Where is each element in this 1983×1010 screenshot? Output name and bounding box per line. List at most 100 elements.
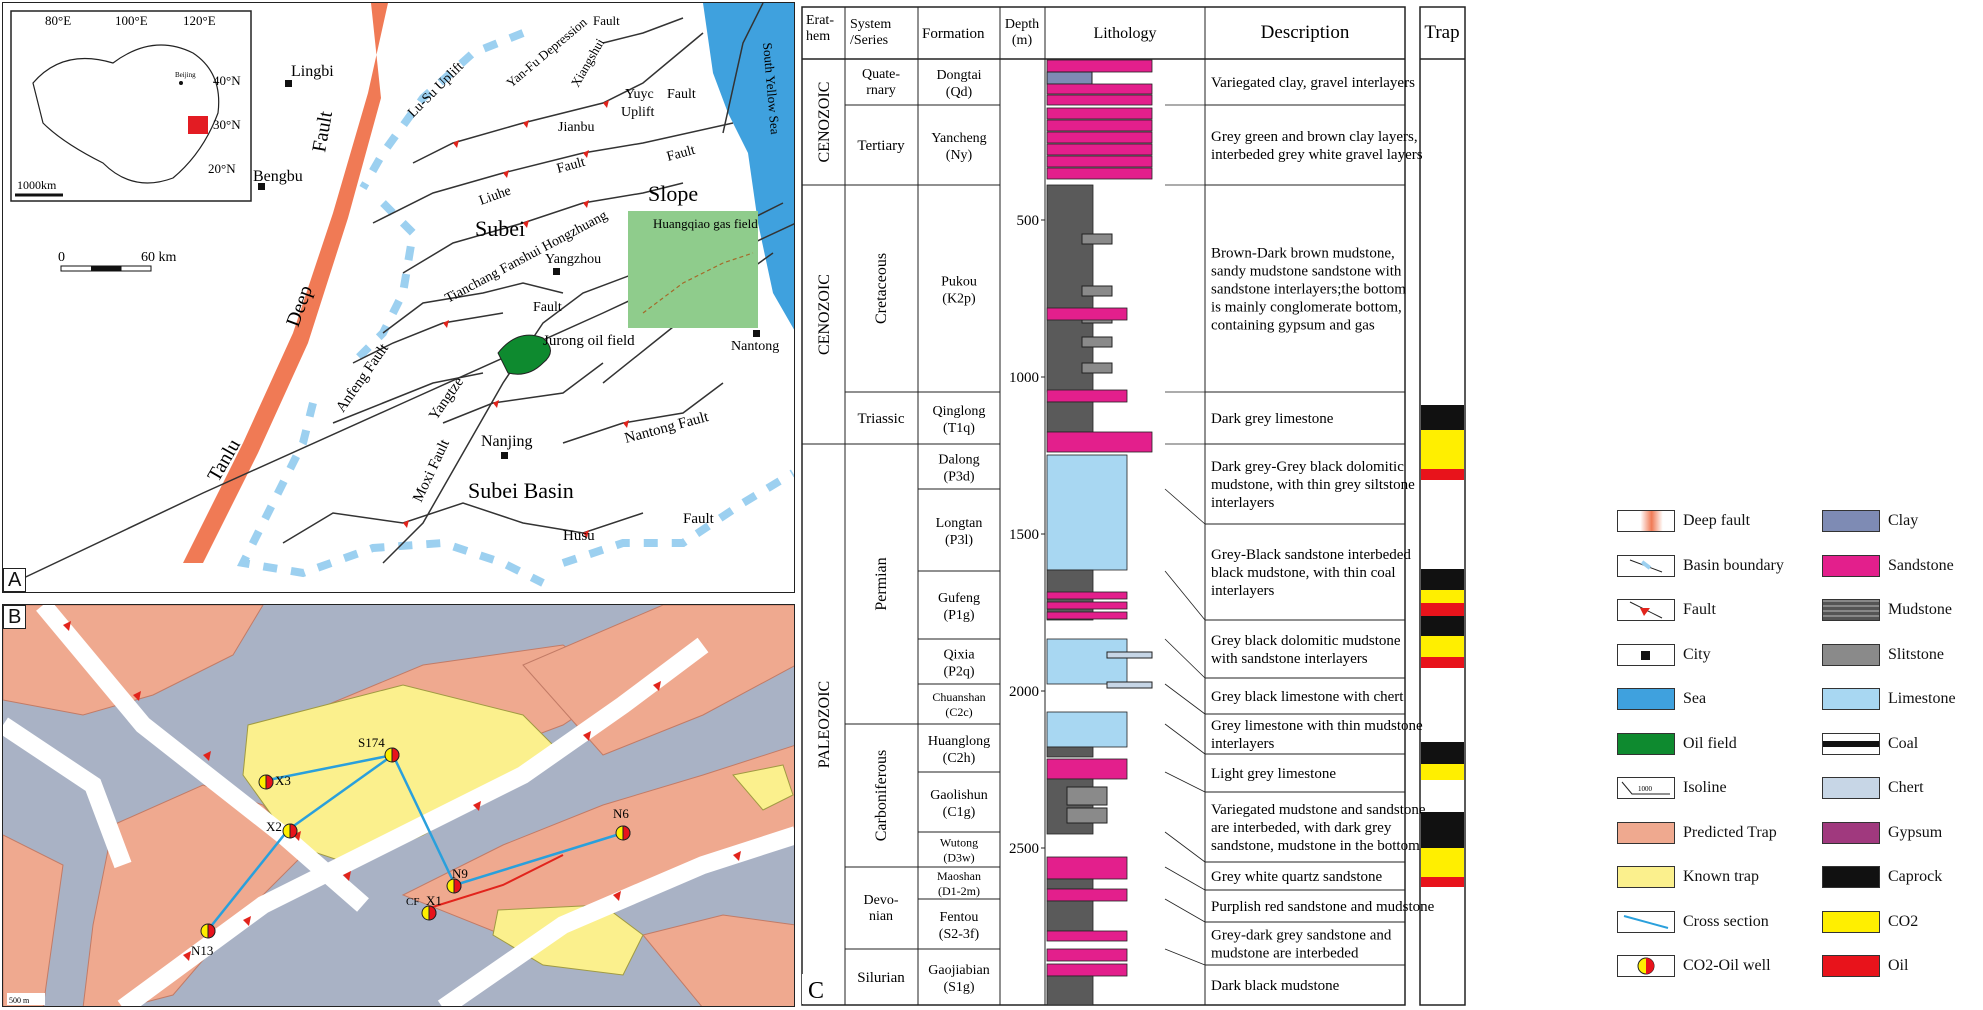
label-subei: Subei — [475, 216, 525, 241]
litho-sandstone — [1046, 83, 1153, 95]
desc-connector-10 — [1164, 771, 1206, 793]
litho-sandstone — [1046, 601, 1128, 610]
trap-band-6 — [1421, 616, 1464, 636]
legend-coal: Coal — [1822, 731, 1918, 757]
erathem-label-0: CENOZOIC — [816, 82, 833, 163]
formation-name-2: Pukou — [941, 275, 977, 290]
litho-sandstone — [1046, 888, 1128, 902]
jurong-oil-field — [497, 334, 551, 375]
description-11: Grey white quartz sandstone — [1211, 869, 1383, 885]
fault-markers — [403, 100, 629, 538]
formation-code-12: (D1-2m) — [938, 884, 980, 898]
label-fault-top: Fault — [593, 13, 620, 28]
trap-band-8 — [1421, 657, 1464, 668]
legend-sandstone-label: Sandstone — [1888, 556, 1954, 574]
legend-caprock: Caprock — [1822, 864, 1942, 890]
litho-sandstone — [1046, 155, 1153, 168]
label-n9: N9 — [452, 866, 468, 881]
formation-name-6: Gufeng — [938, 591, 980, 606]
litho-siltstone — [1081, 362, 1113, 374]
legend-isoline-swatch: 1000 — [1617, 777, 1675, 799]
label-s174: S174 — [358, 735, 385, 750]
depth-label-4: 2500 — [1009, 841, 1039, 857]
legend-isoline-label: Isoline — [1683, 779, 1727, 796]
system-label-4: Permian — [873, 557, 890, 610]
depth-label-1: 1000 — [1009, 370, 1039, 386]
south-yellow-sea-area — [703, 3, 794, 330]
label-cf: CF — [406, 896, 419, 908]
litho-sandstone — [1046, 131, 1153, 144]
legend-oil-field-label: Oil field — [1683, 734, 1737, 752]
formation-name-1: Yancheng — [931, 131, 986, 146]
scale-bar: 0 60 km — [58, 250, 177, 272]
trap-map-svg: X3 X2 S174 N9 X1 CF N6 N13 500 m — [3, 605, 794, 1006]
litho-sandstone — [1046, 59, 1153, 73]
legend-sea-label: Sea — [1683, 690, 1707, 707]
trap-band-11 — [1421, 812, 1464, 848]
erathem-label-1: CENOZOIC — [816, 274, 833, 355]
legend-caprock-label: Caprock — [1888, 868, 1943, 885]
legend-deep-fault: Deep fault — [1617, 508, 1750, 534]
legend-co2-oil-well: CO2-Oil well — [1617, 953, 1771, 979]
legend-limestone-swatch — [1822, 688, 1880, 710]
litho-chert — [1106, 651, 1153, 659]
litho-sandstone — [1046, 591, 1128, 600]
desc-connector-6 — [1164, 570, 1206, 621]
panel-b-label: B — [3, 605, 27, 629]
legend-known-trap-swatch — [1617, 866, 1675, 888]
header-lithology: Lithology — [1093, 25, 1156, 42]
formation-name-8: Chuanshan — [932, 690, 985, 704]
litho-siltstone — [1081, 336, 1113, 348]
label-xiangshui: Xiangshui — [568, 35, 608, 89]
label-bengbu: Bengbu — [253, 168, 303, 185]
system-label-5: Carboniferous — [873, 750, 890, 842]
label-subei-basin: Subei Basin — [468, 478, 574, 503]
litho-sandstone — [1046, 856, 1128, 880]
panel-c-label: C — [808, 978, 824, 1004]
legend-co2-oil-well-label: CO2-Oil well — [1683, 957, 1771, 974]
label-fault-mid: Fault — [533, 300, 562, 315]
formation-name-3: Qinglong — [933, 404, 986, 419]
label-jurong: Jurong oil field — [543, 333, 635, 349]
legend-basin-boundary: Basin boundary — [1617, 553, 1784, 579]
formation-code-8: (C2c) — [945, 705, 972, 719]
litho-siltstone — [1081, 233, 1113, 245]
scale-sixty: 60 km — [141, 250, 177, 265]
litho-mudstone — [1046, 878, 1094, 890]
column-frame — [801, 6, 1406, 1006]
label-nantong-fault: Nantong Fault — [623, 409, 711, 447]
legend-cross-section-swatch — [1617, 910, 1675, 933]
legend-oil: Oil — [1822, 953, 1908, 979]
desc-connector-12 — [1164, 866, 1206, 891]
legend-mudstone-label: Mudstone — [1888, 601, 1952, 618]
formation-code-9: (C2h) — [943, 751, 976, 766]
legend-sandstone: Sandstone — [1822, 553, 1954, 579]
desc-connector-7 — [1164, 638, 1206, 679]
legend-fault-swatch — [1617, 599, 1675, 621]
trap-band-5 — [1421, 603, 1464, 616]
formation-code-1: (Ny) — [946, 148, 973, 163]
formation-code-0: (Qd) — [946, 85, 973, 100]
label-yangzhou: Yangzhou — [545, 252, 601, 267]
legend-slitstone: Slitstone — [1822, 642, 1944, 668]
formation-name-9: Huanglong — [928, 734, 990, 749]
label-moxi: Moxi Fault — [410, 436, 453, 504]
system-label-2: Cretaceous — [873, 253, 890, 324]
legend-deep-fault-swatch — [1617, 510, 1675, 532]
legend-sea-swatch — [1617, 688, 1675, 710]
legend-gypsum: Gypsum — [1822, 820, 1942, 846]
well-x2 — [282, 823, 298, 839]
legend-coal-label: Coal — [1888, 734, 1919, 752]
label-n6: N6 — [613, 806, 629, 821]
litho-sandstone — [1046, 611, 1128, 620]
legend-coal-swatch — [1822, 732, 1880, 755]
well-x3 — [258, 774, 274, 790]
inset-lon1: 80°E — [45, 13, 71, 28]
desc-connector-5 — [1164, 488, 1206, 525]
litho-siltstone — [1081, 285, 1113, 297]
litho-mudstone — [1046, 401, 1094, 433]
cross-section-lines — [207, 753, 624, 931]
legend-city-swatch — [1617, 643, 1675, 666]
well-x1 — [421, 905, 437, 921]
